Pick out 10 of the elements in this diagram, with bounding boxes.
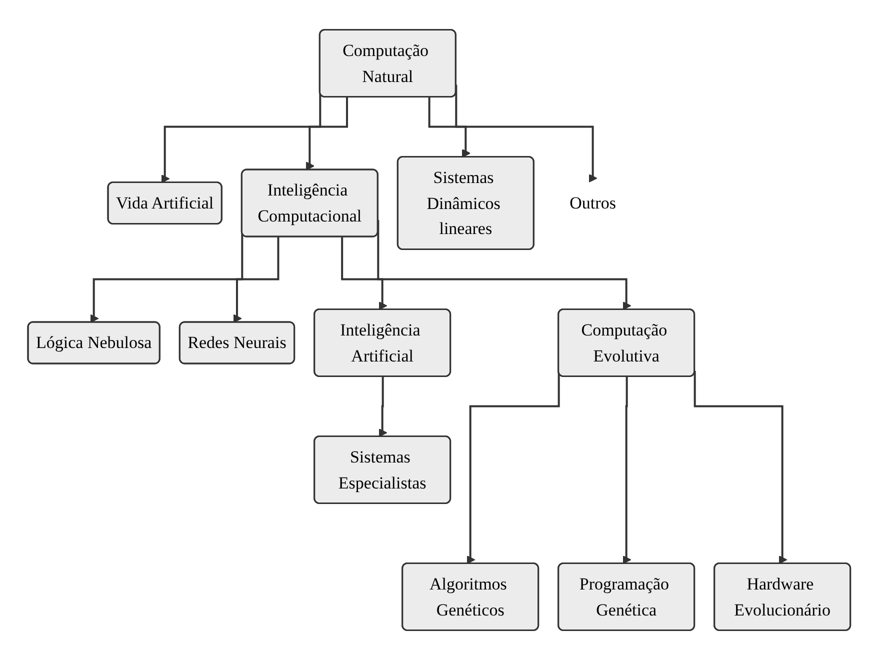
node-text: Outros [570, 193, 616, 212]
arrow [341, 237, 388, 310]
arrow [378, 376, 388, 438]
arrow [428, 97, 471, 158]
arrow [378, 220, 632, 310]
arrow [622, 376, 632, 564]
arrow [233, 237, 280, 323]
arrow [694, 370, 788, 564]
arrow [456, 84, 598, 183]
arrow [306, 97, 348, 170]
